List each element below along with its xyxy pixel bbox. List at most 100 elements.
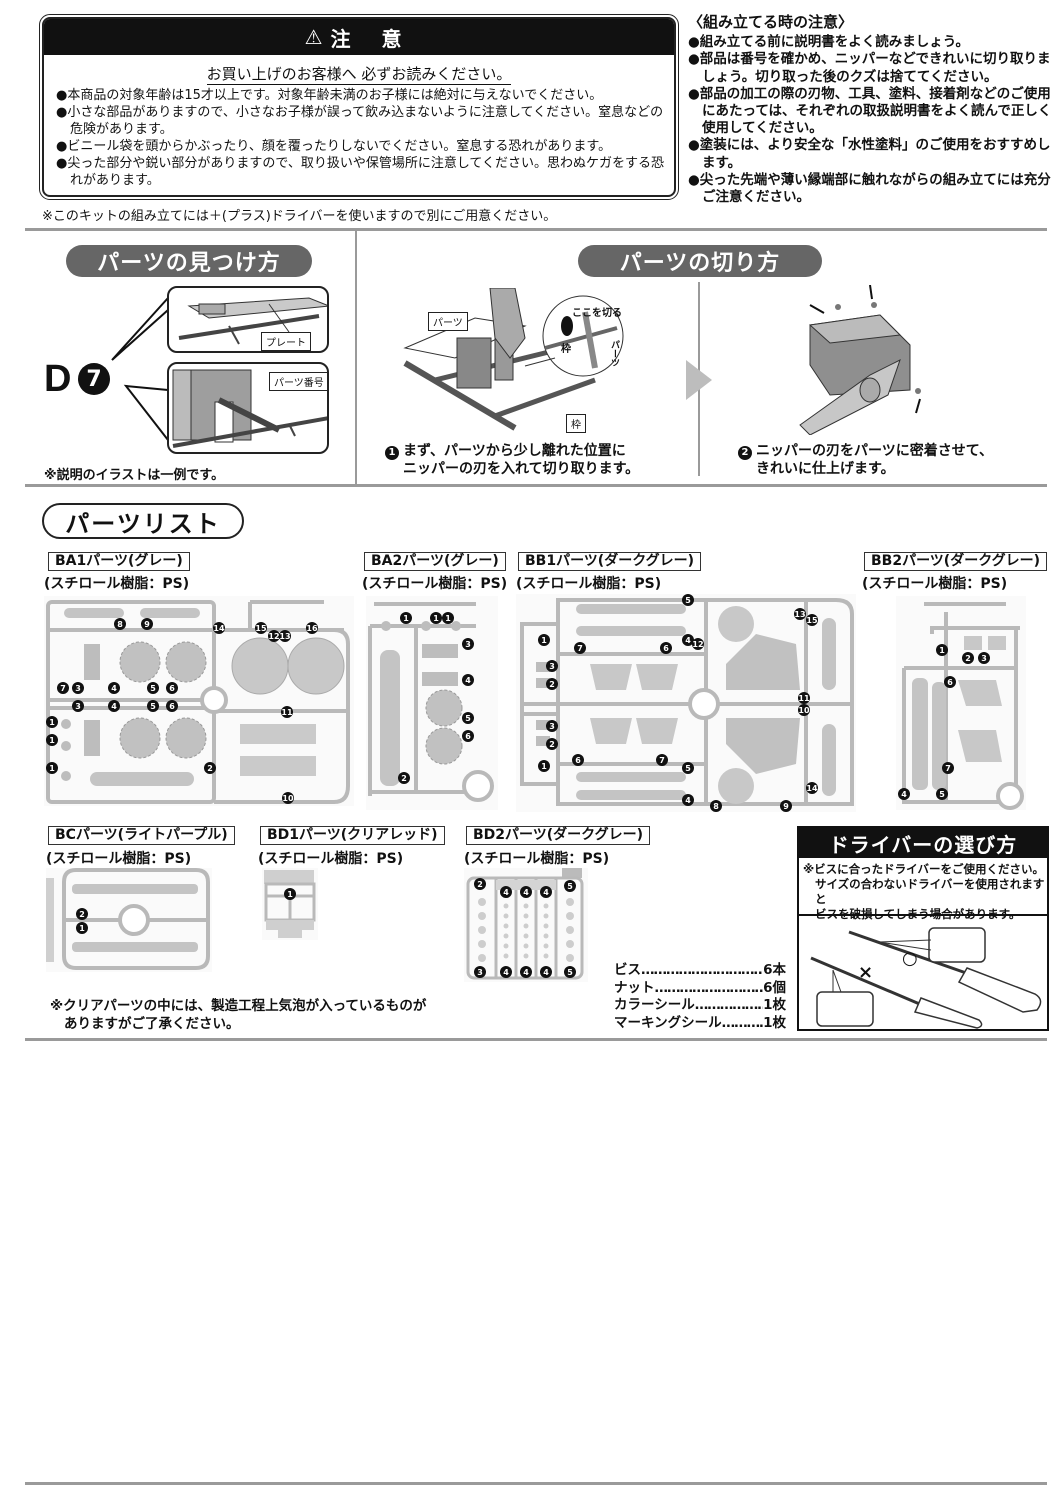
step1-number: 1 xyxy=(385,446,399,460)
frame-label: 枠 xyxy=(566,414,586,433)
part-number-badge: 5 xyxy=(682,762,694,774)
part-number-badge: 2 xyxy=(474,878,486,890)
find-parts-heading: パーツの見つけ方 xyxy=(66,245,312,277)
divider xyxy=(25,484,1047,487)
part-number-badge: 14 xyxy=(213,622,225,634)
part-number-badge: 5 xyxy=(147,682,159,694)
part-number-badge: 5 xyxy=(564,966,576,978)
part-number-badge: 1 xyxy=(46,734,58,746)
sprue-bd1: 1 xyxy=(262,868,318,940)
part-number-inset: パーツ番号 xyxy=(167,362,329,454)
illustration-note: ※説明のイラストは一例です。 xyxy=(44,468,225,483)
sprue-bb1-illustration xyxy=(520,598,854,806)
accessory-name: ナット xyxy=(614,979,655,996)
sprue-material-bc: (スチロール樹脂：PS) xyxy=(46,851,192,867)
part-number-badge: 12 xyxy=(692,638,704,650)
part-number-badge: 1 xyxy=(46,762,58,774)
part-number-badge: 2 xyxy=(546,678,558,690)
accessories-list: ビス……………………………………6本 ナット……………………………………6個 カ… xyxy=(614,962,786,1032)
sprue-material-bd1: (スチロール樹脂：PS) xyxy=(258,851,404,867)
part-number-label: パーツ番号 xyxy=(269,372,327,391)
part-number-badge: 4 xyxy=(682,794,694,806)
sprue-material-ba1: (スチロール樹脂：PS) xyxy=(44,576,190,592)
cut-part-label: パーツ xyxy=(428,312,468,331)
part-number-badge: 2 xyxy=(546,738,558,750)
part-number-badge: 9 xyxy=(141,618,153,630)
assembly-notes: 〈組み立てる時の注意〉 ●組み立てる前に説明書をよく読みましょう。 ●部品は番号… xyxy=(688,13,1058,206)
caution-box: ⚠ 注 意 お買い上げのお客様へ 必ずお読みください。 ●本商品の対象年齢は15… xyxy=(39,14,679,200)
caution-item: ●小さな部品がありますので、小さなお子様が誤って飲み込まないように注意してくださ… xyxy=(56,105,664,137)
sprue-label-bb2: BB2パーツ(ダークグレー) xyxy=(864,552,1048,571)
part-number-badge: 8 xyxy=(710,800,722,812)
accessory-name: ビス xyxy=(614,962,641,978)
sprue-label-ba2: BA2パーツ(グレー) xyxy=(364,552,506,571)
part-label-vertical: パーツ xyxy=(609,340,619,367)
assembly-note-item: ●塗装には、より安全な「水性塗料」のご使用をおすすめします。 xyxy=(688,137,1051,171)
part-number-badge: 1 xyxy=(76,922,88,934)
part-number-badge: 2 xyxy=(398,772,410,784)
sprue-label-bb1: BB1パーツ(ダークグレー) xyxy=(518,552,702,571)
clear-note-line2: ありますがご了承ください。 xyxy=(64,1015,240,1032)
part-number-badge: 6 xyxy=(166,700,178,712)
assembly-notes-title: 〈組み立てる時の注意〉 xyxy=(688,13,854,31)
sprue-bd2: 2 4 4 4 5 3 4 4 4 5 xyxy=(464,868,588,982)
part-number-badge: 4 xyxy=(540,886,552,898)
part-number-badge: 13 xyxy=(279,630,291,642)
parts-list-heading: パーツリスト xyxy=(42,503,244,539)
driver-desc-line1: ※ビスに合ったドライバーをご使用ください。 xyxy=(803,862,1044,876)
step1-text: まず、パーツから少し離れた位置に xyxy=(403,443,626,459)
caution-item: ●尖った部分や鋭い部分がありますので、取り扱いや保管場所に注意してください。思わ… xyxy=(56,156,665,188)
part-number-badge: 1 xyxy=(430,612,442,624)
part-number-badge: 2 xyxy=(204,762,216,774)
part-number-badge: 4 xyxy=(520,886,532,898)
part-number-badge: 12 xyxy=(268,630,280,642)
sprue-label-bc: BCパーツ(ライトパープル) xyxy=(48,826,235,845)
part-number-badge: 6 xyxy=(660,642,672,654)
sprue-bb2: 1 2 3 6 7 4 5 xyxy=(896,596,1026,810)
part-number-badge: 11 xyxy=(798,692,810,704)
part-number-illustration xyxy=(172,369,327,448)
part-number-badge: 1 xyxy=(936,644,948,656)
part-number-badge: 2 xyxy=(962,652,974,664)
part-number-badge: 4 xyxy=(540,966,552,978)
part-number-badge: 6 xyxy=(166,682,178,694)
part-number-badge: 5 xyxy=(936,788,948,800)
driver-choice-title: ドライバーの選び方 xyxy=(799,828,1047,858)
plate-illustration xyxy=(178,297,327,345)
part-number-badge: 4 xyxy=(500,966,512,978)
assembly-note-item: ●尖った先端や薄い縁端部に触れながらの組み立てには充分ご注意ください。 xyxy=(688,171,1051,206)
accessory-value: 1枚 xyxy=(763,997,786,1013)
part-number-badge: 1 xyxy=(442,612,454,624)
caution-item: ●ビニール袋を頭からかぶったり、顔を覆ったりしないでください。窒息する恐れがあり… xyxy=(56,139,612,154)
part-number-badge: 7 xyxy=(574,642,586,654)
cut-step1-illustration xyxy=(403,288,624,431)
driver-choice-desc: ※ビスに合ったドライバーをご使用ください。 サイズの合わないドライバーを使用され… xyxy=(803,862,1047,922)
part-number-badge: 4 xyxy=(462,674,474,686)
sprue-bb2-illustration xyxy=(902,602,1024,810)
sprue-material-bb1: (スチロール樹脂：PS) xyxy=(516,576,662,592)
part-number-badge: 3 xyxy=(978,652,990,664)
cut-parts-heading: パーツの切り方 xyxy=(578,245,822,277)
plate-inset: プレート xyxy=(167,286,329,353)
sprue-ba2-illustration xyxy=(368,602,494,802)
part-number-badge: 6 xyxy=(462,730,474,742)
step2-number: 2 xyxy=(738,446,752,460)
part-number-badge: 4 xyxy=(500,886,512,898)
caution-subtitle-text: お買い上げのお客様へ 必ずお読みください。 xyxy=(206,65,512,85)
part-number-badge: 11 xyxy=(281,706,293,718)
plate-label: プレート xyxy=(261,332,311,351)
sprue-bd2-illustration xyxy=(466,868,584,980)
part-number-badge: 15 xyxy=(806,614,818,626)
cut-step2-illustration xyxy=(799,285,921,435)
divider xyxy=(25,228,1047,231)
accessory-row: ビス……………………………………6本 xyxy=(614,962,786,978)
part-number-badge: 16 xyxy=(306,622,318,634)
part-number-badge: 4 xyxy=(682,634,694,646)
part-number-badge: 7 xyxy=(656,754,668,766)
accessory-value: 1枚 xyxy=(763,1014,786,1031)
sprue-bb1: 5 1 7 6 4 12 13 15 3 2 11 10 3 2 1 6 7 5… xyxy=(516,594,856,812)
part-number-badge: 4 xyxy=(108,700,120,712)
caution-list: ●本商品の対象年齢は15才以上です。対象年齢未満のお子様には絶対に与えないでくだ… xyxy=(56,87,670,189)
part-number-badge: 5 xyxy=(147,700,159,712)
